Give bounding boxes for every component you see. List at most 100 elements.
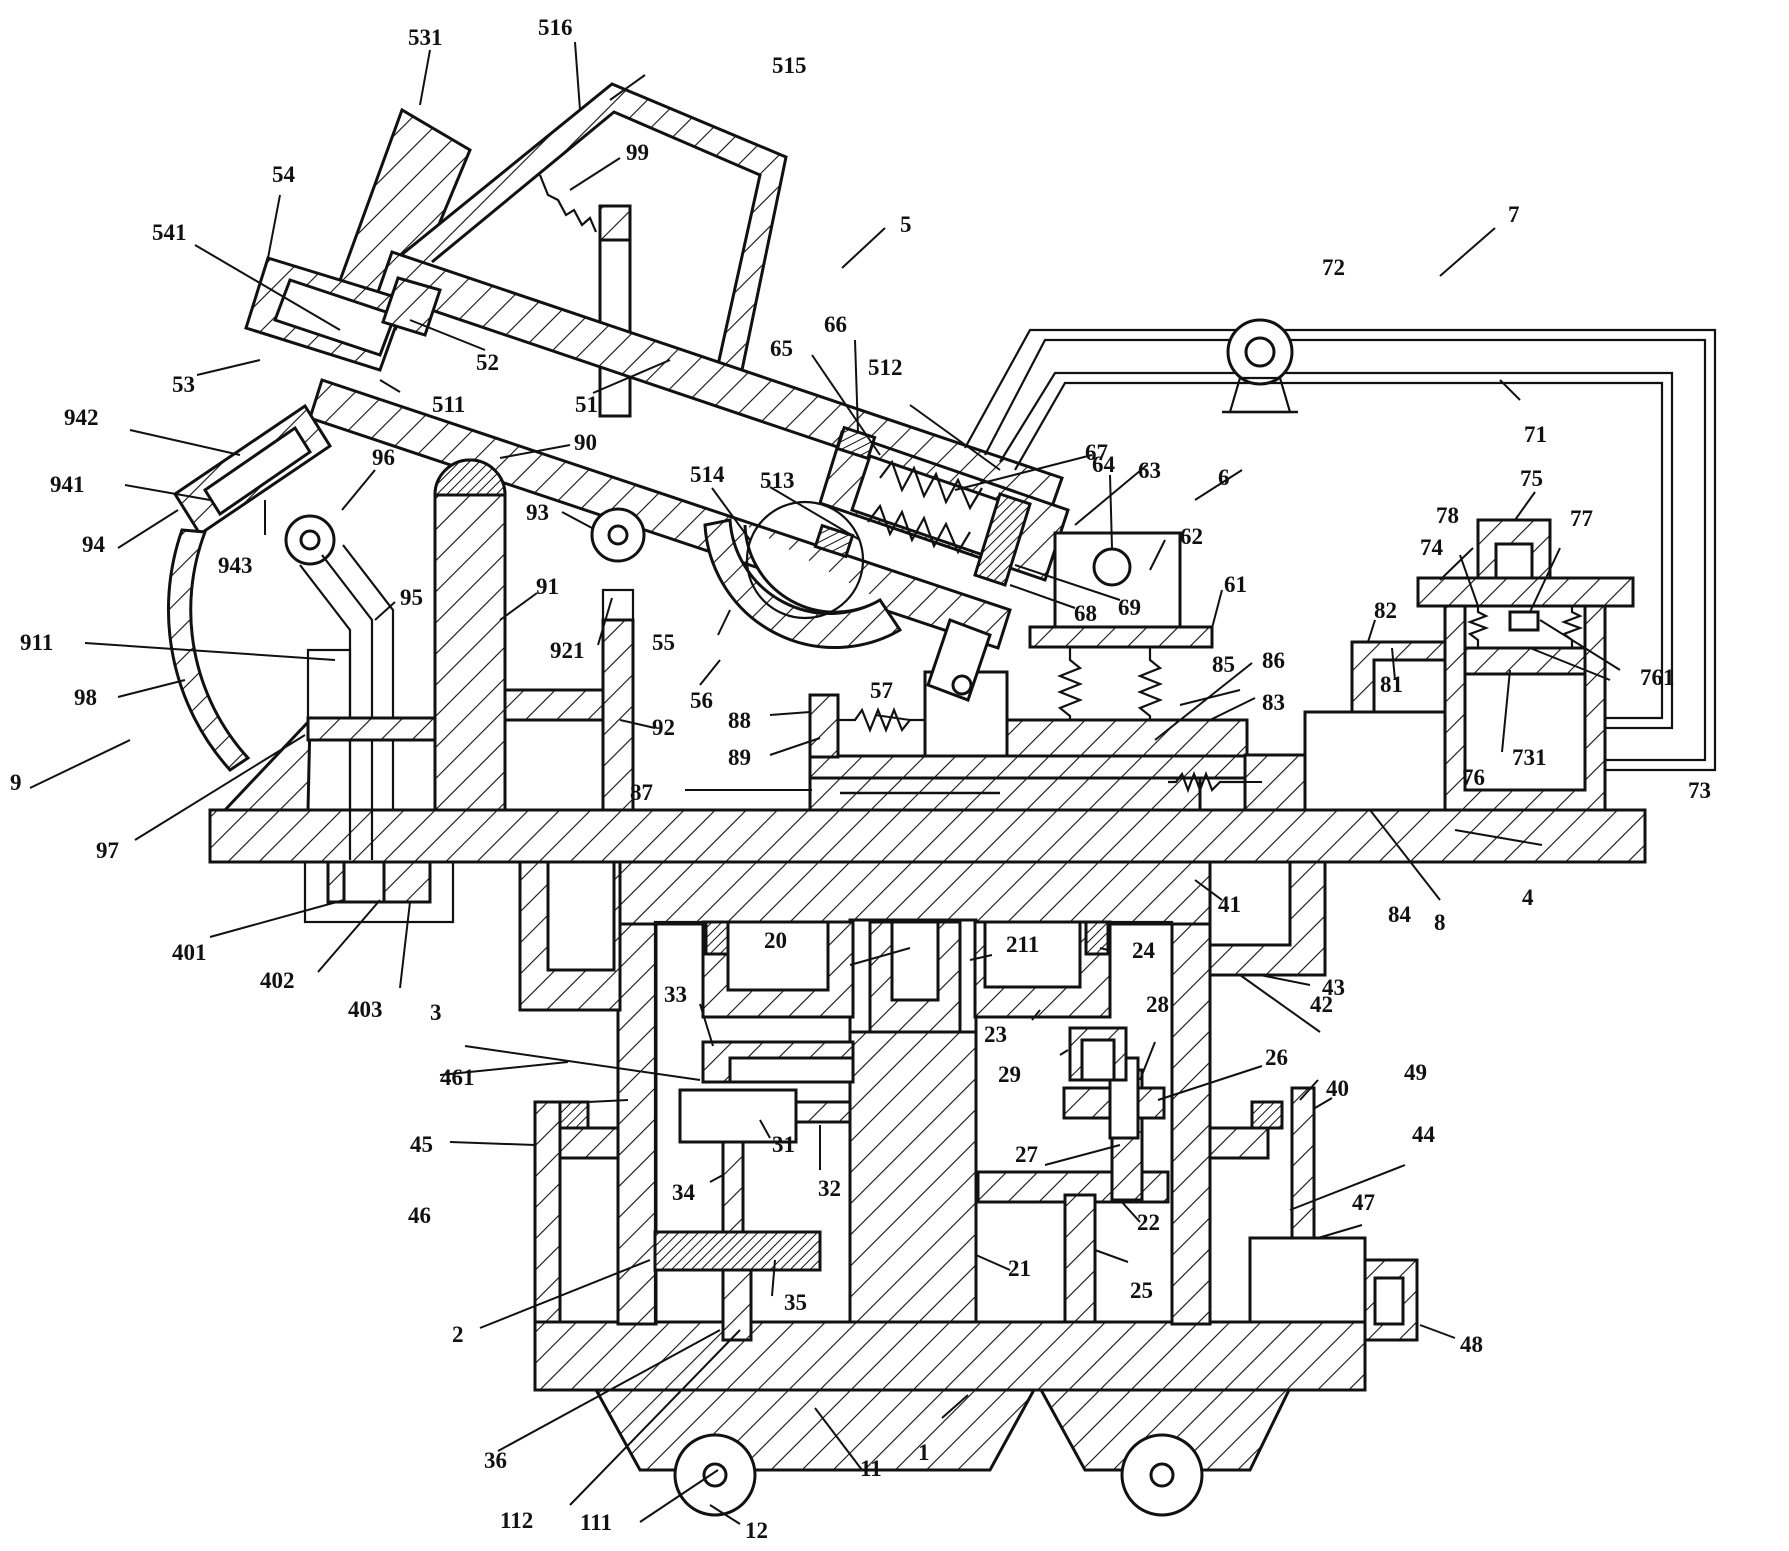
shaft-32 [796, 1102, 850, 1122]
label-71: 71 [1524, 422, 1547, 447]
label-65: 65 [770, 336, 793, 361]
label-51: 51 [575, 392, 598, 417]
label-20: 20 [764, 928, 787, 953]
label-69: 69 [1118, 595, 1141, 620]
label-942: 942 [64, 405, 99, 430]
label-66: 66 [824, 312, 847, 337]
table-83 [1007, 720, 1247, 758]
label-40: 40 [1326, 1076, 1349, 1101]
label-28: 28 [1146, 992, 1169, 1017]
post-99-cap [600, 206, 630, 240]
label-85: 85 [1212, 652, 1235, 677]
label-87: 87 [630, 780, 653, 805]
label-53: 53 [172, 372, 195, 397]
label-47: 47 [1352, 1190, 1375, 1215]
block-44 [1210, 1128, 1268, 1158]
seal-24-left [706, 922, 728, 954]
label-7: 7 [1508, 202, 1520, 227]
label-98: 98 [74, 685, 97, 710]
pin-57 [953, 676, 971, 694]
label-62: 62 [1180, 524, 1203, 549]
label-46: 46 [408, 1203, 431, 1228]
post-46 [535, 1102, 560, 1322]
label-26: 26 [1265, 1045, 1288, 1070]
box-right-wall [1172, 858, 1210, 1324]
label-516: 516 [538, 15, 573, 40]
wheel-left-hub [704, 1464, 726, 1486]
gear-96-hub [301, 531, 319, 549]
label-89: 89 [728, 745, 751, 770]
pump-72-hub [1246, 338, 1274, 366]
label-911: 911 [20, 630, 53, 655]
label-11: 11 [860, 1456, 882, 1481]
label-921: 921 [550, 638, 585, 663]
spring-89 [838, 710, 925, 730]
label-27: 27 [1015, 1142, 1038, 1167]
cap-29-inner [1082, 1040, 1114, 1080]
block-45 [560, 1128, 618, 1158]
label-34: 34 [672, 1180, 696, 1205]
motor-47 [1250, 1238, 1365, 1322]
roller-93-hub [609, 526, 627, 544]
label-461: 461 [440, 1065, 475, 1090]
label-49: 49 [1404, 1060, 1427, 1085]
label-513: 513 [760, 468, 795, 493]
label-941: 941 [50, 472, 85, 497]
label-401: 401 [172, 940, 207, 965]
spring-99 [540, 175, 596, 232]
label-22: 22 [1137, 1210, 1160, 1235]
post-49 [1292, 1088, 1314, 1238]
box-761 [1510, 612, 1538, 630]
label-943: 943 [218, 553, 253, 578]
column-91 [435, 460, 505, 810]
label-92: 92 [652, 715, 675, 740]
roller-63 [1094, 549, 1130, 585]
label-74: 74 [1420, 535, 1444, 560]
connector-48-inner [1375, 1278, 1403, 1324]
label-97: 97 [96, 838, 119, 863]
label-44: 44 [1412, 1122, 1436, 1147]
label-211: 211 [1006, 932, 1039, 957]
label-56: 56 [690, 688, 713, 713]
label-73: 73 [1688, 778, 1711, 803]
label-4: 4 [1522, 885, 1534, 910]
label-63: 63 [1138, 458, 1161, 483]
cap-40 [1252, 1102, 1282, 1128]
label-515: 515 [772, 53, 807, 78]
label-41: 41 [1218, 892, 1241, 917]
filter-76 [1465, 648, 1585, 674]
table-86 [810, 756, 1285, 778]
label-1: 1 [918, 1440, 930, 1465]
label-112: 112 [500, 1508, 533, 1533]
wheel-housing-left [595, 1388, 1035, 1470]
column-92 [603, 620, 633, 810]
box-left-wall [618, 858, 656, 1324]
column-25 [1065, 1195, 1095, 1322]
label-76: 76 [1462, 765, 1485, 790]
label-3: 3 [430, 1000, 442, 1025]
label-99: 99 [626, 140, 649, 165]
label-88: 88 [728, 708, 751, 733]
label-90: 90 [574, 430, 597, 455]
label-541: 541 [152, 220, 187, 245]
label-57: 57 [870, 678, 893, 703]
bar-97 [308, 718, 438, 740]
label-5: 5 [900, 212, 912, 237]
cap-461 [560, 1102, 588, 1128]
motor-81 [1305, 712, 1445, 810]
label-84: 84 [1388, 902, 1412, 927]
label-32: 32 [818, 1176, 841, 1201]
work-platform [210, 810, 1645, 862]
bottom-plate [535, 1322, 1365, 1390]
label-78: 78 [1436, 503, 1459, 528]
label-9: 9 [10, 770, 22, 795]
gear-plate-33-inner [730, 1058, 853, 1082]
label-43: 43 [1322, 975, 1345, 1000]
shaft-34 [723, 1142, 743, 1232]
label-111: 111 [580, 1510, 612, 1535]
spring-85b [1140, 647, 1160, 720]
wheel-right-hub [1151, 1464, 1173, 1486]
label-82: 82 [1374, 598, 1397, 623]
label-52: 52 [476, 350, 499, 375]
